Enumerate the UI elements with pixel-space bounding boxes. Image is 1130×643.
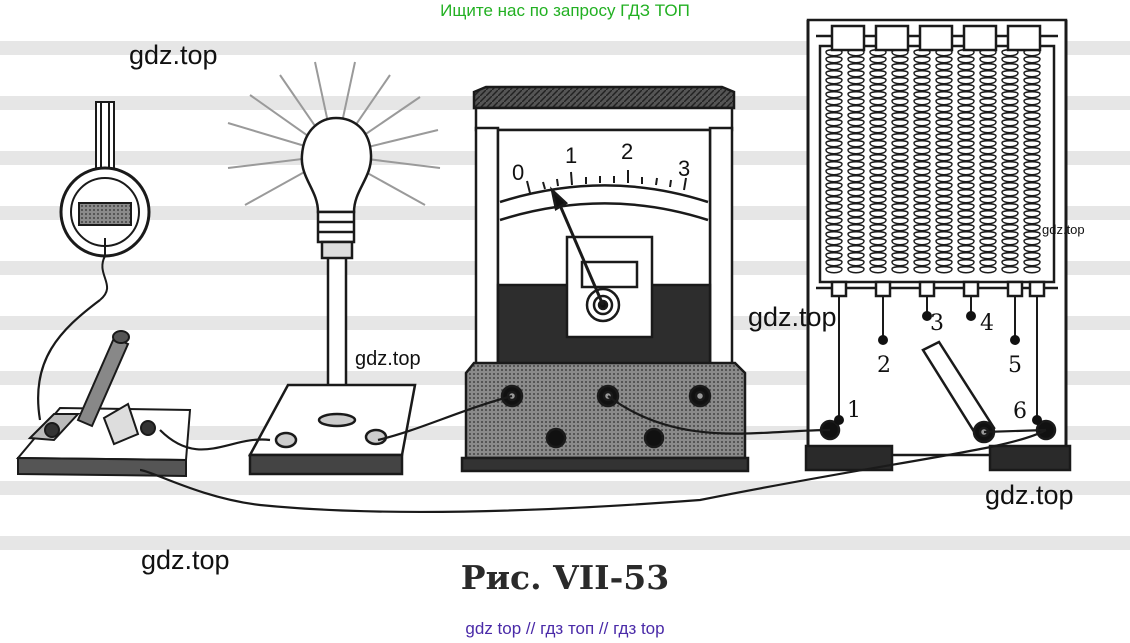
coil-winding (847, 49, 865, 274)
coil-winding (869, 49, 887, 274)
galvanometer (59, 101, 151, 301)
coil-winding (891, 49, 909, 274)
coil-winding (979, 49, 997, 274)
terminal-dot (1010, 335, 1020, 345)
meter-scale-label: 3 (678, 156, 690, 181)
terminal-dot (922, 311, 932, 321)
terminal-dot (834, 415, 844, 425)
terminal-label: 5 (1008, 353, 1022, 378)
meter-ticks (526, 170, 687, 194)
terminal-dot (1032, 415, 1042, 425)
rheostat-terminal-dots (834, 311, 1042, 425)
terminal-label: 3 (930, 311, 944, 336)
terminal-label: 4 (980, 311, 994, 336)
watermark: gdz.top (1042, 222, 1085, 237)
search-hint-link[interactable]: Ищите нас по запросу ГДЗ ТОП (440, 1, 690, 20)
figure-caption: Рис. VII-53 (460, 558, 670, 597)
knife-switch (15, 330, 192, 478)
meter-scale-labels: 0 1 2 3 (512, 139, 690, 185)
coil-winding (913, 49, 931, 274)
terminal-dot (878, 335, 888, 345)
coil-winding (935, 49, 953, 274)
light-bulb (247, 116, 417, 476)
coil-winding (825, 49, 843, 274)
footer-links[interactable]: gdz top // гдз топ // гдз top (465, 619, 665, 638)
terminal-label: 1 (847, 398, 861, 423)
meter-scale-label: 0 (512, 160, 524, 185)
watermark: gdz.top (985, 480, 1074, 510)
coil-winding (1023, 49, 1041, 274)
watermark: gdz.top (141, 545, 230, 575)
rheostat-terminal-labels: 1 2 3 4 5 6 (847, 311, 1027, 424)
watermark: gdz.top (748, 302, 837, 332)
coil-winding (957, 49, 975, 274)
meter-scale-label: 2 (621, 139, 633, 164)
ammeter (460, 85, 750, 473)
terminal-dot (966, 311, 976, 321)
rheostat-coils (825, 49, 1041, 274)
connecting-wires (37, 299, 1047, 514)
meter-scale-label: 1 (565, 143, 577, 168)
rheostat-leads (838, 296, 1038, 420)
terminal-label: 2 (877, 353, 891, 378)
watermark: gdz.top (129, 40, 218, 70)
coil-winding (1001, 49, 1019, 274)
watermark: gdz.top (355, 348, 421, 370)
terminal-label: 6 (1013, 399, 1027, 424)
